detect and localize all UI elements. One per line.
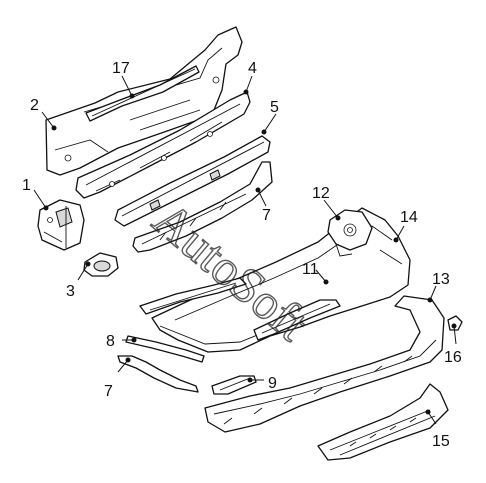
callout-1: 1 (22, 177, 31, 194)
part-small-clip (447, 315, 463, 331)
callout-13: 13 (432, 271, 450, 288)
part-mount-bracket (37, 199, 85, 251)
callout-2: 2 (30, 97, 39, 114)
callout-6: 7 (262, 207, 271, 224)
part-reinforcement (75, 91, 251, 199)
callout-5: 5 (270, 99, 279, 116)
callout-8: 8 (106, 333, 115, 350)
callout-3: 3 (66, 283, 75, 300)
part-bracket-clip (83, 252, 119, 277)
callout-9: 9 (268, 375, 277, 392)
part-reflector (211, 375, 257, 395)
leader-lines (33, 75, 457, 425)
part-impact-beam (114, 135, 271, 227)
part-side-molding (125, 335, 205, 363)
part-skid-plate (317, 383, 449, 461)
callout-12: 12 (312, 185, 330, 202)
part-inner-step-plate (139, 277, 341, 341)
callout-17: 17 (112, 60, 130, 77)
callout-14: 14 (400, 209, 418, 226)
callout-7: 7 (104, 383, 113, 400)
callout-labels: 17 2 4 5 7 1 3 12 14 13 16 15 8 7 9 11 (22, 60, 462, 450)
callout-11: 11 (302, 261, 319, 278)
part-absorber (132, 161, 273, 253)
callout-15: 15 (432, 433, 450, 450)
callout-16: 16 (444, 349, 462, 366)
callout-4: 4 (248, 60, 257, 77)
part-lower-molding (117, 355, 199, 393)
